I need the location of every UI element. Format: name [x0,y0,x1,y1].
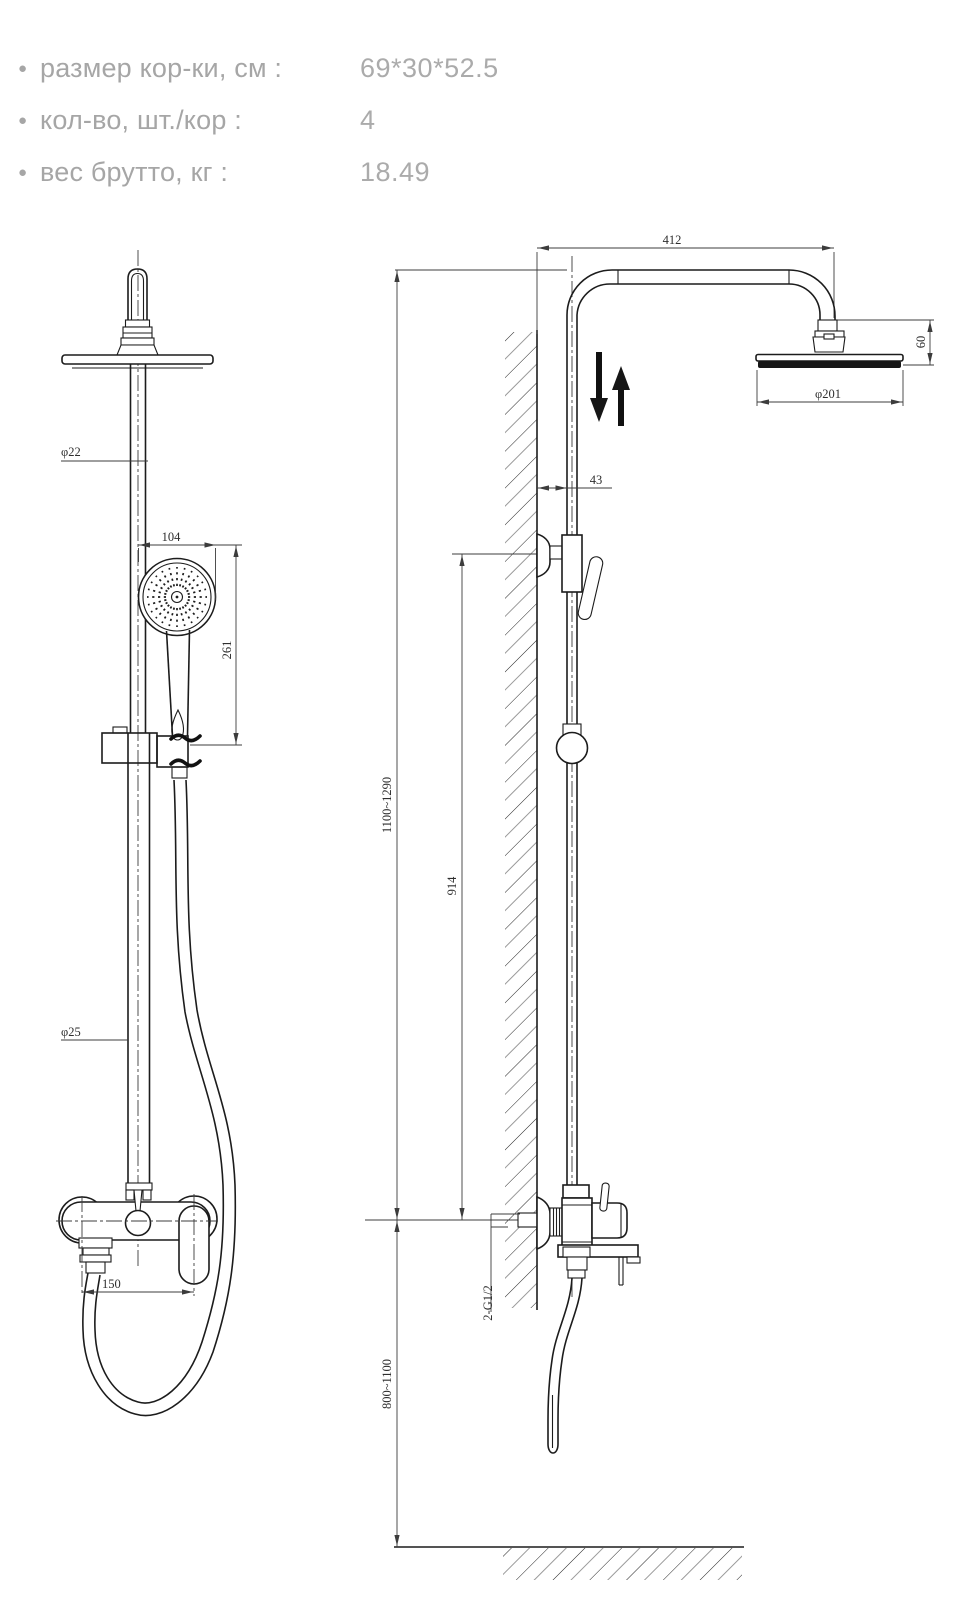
spec-row-box-size: ● размер кор-ки, см : 69*30*52.5 [18,42,499,94]
shower-arm-side [566,269,836,1185]
spec-value: 18.49 [360,156,431,187]
wall-section [505,330,538,1310]
dim-head-drop: 60 [914,336,928,349]
dim-head-diameter: φ201 [815,387,841,401]
ball-joint [124,1209,152,1237]
dimensions-side-ext [365,252,934,1221]
supply-stub [517,1212,538,1228]
mixer-front [56,1182,218,1296]
slider-bracket-front [101,726,202,779]
spec-value: 69*30*52.5 [360,52,499,83]
arrow-down-icon [590,352,608,422]
dim-pipe-upper-diameter: φ22 [61,445,81,459]
side-view: 412 60 φ201 43 1100~1290 [365,233,934,1580]
arrow-up-icon [612,366,630,426]
dim-ports-spacing: 150 [102,1277,121,1291]
spec-label: размер кор-ки, см : [40,52,283,83]
shower-hose-front [82,779,237,1417]
hand-shower-handle [165,629,191,741]
overhead-shower-front [61,268,214,369]
slider-knob-side [555,723,589,765]
hand-shower-side [577,556,604,621]
mixer-escutcheon-side [536,1195,551,1251]
head-spray-face [758,361,901,368]
bullet-icon: ● [18,59,28,77]
dim-bracket-to-mixer: 914 [445,876,459,896]
spec-label: вес брутто, кг : [40,156,229,187]
hose-nut [78,1237,113,1274]
dim-hand-shower-diameter: 104 [162,530,182,544]
dim-arm-reach: 412 [663,233,682,247]
head-disc-side [755,353,904,362]
dim-connections-thread: 2-G1/2 [481,1285,495,1320]
bullet-icon: ● [18,111,28,129]
dim-mixer-to-top-range: 1100~1290 [380,777,394,833]
riser-pipe-front [127,364,151,1188]
dim-wall-offset: 43 [590,473,603,487]
spec-row-gross-weight: ● вес брутто, кг : 18.49 [18,146,499,198]
floor-section [394,1546,744,1580]
head-disc-front [61,354,214,365]
spec-row-qty-per-box: ● кол-во, шт./кор : 4 [18,94,499,146]
spec-label: кол-во, шт./кор : [40,104,242,135]
dim-floor-to-mixer-range: 800~1100 [380,1359,394,1409]
dimensions-front: φ22 104 261 φ25 150 [61,445,242,1295]
dimensions-side: 412 60 φ201 43 1100~1290 [380,233,933,1547]
hand-shower-front [137,557,217,741]
dim-pipe-lower-diameter: φ25 [61,1025,81,1039]
hose-side [547,1277,583,1454]
bullet-icon: ● [18,163,28,181]
adjust-arrows [590,352,630,426]
dim-hand-shower-length: 261 [220,641,234,660]
spec-value: 4 [360,104,376,135]
mixer-side [517,1182,641,1286]
wall-bracket-side [536,532,604,621]
front-view: φ22 104 261 φ25 150 [56,250,242,1417]
package-specs-list: ● размер кор-ки, см : 69*30*52.5 ● кол-в… [18,42,499,198]
overhead-shower-side [755,319,904,368]
mixer-lever-side [599,1182,610,1212]
